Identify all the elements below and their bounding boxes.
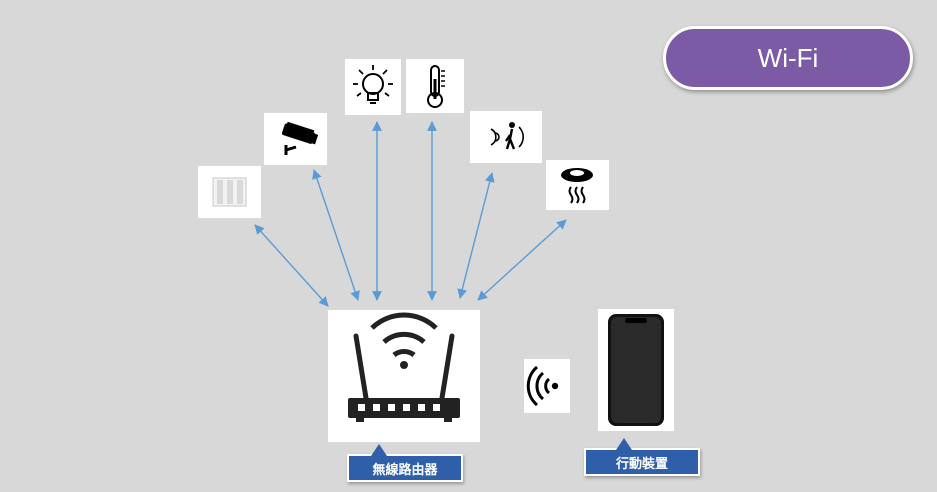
device-tile-light [345,59,401,115]
phone-label-text: 行動裝置 [615,456,668,472]
wifi-signal-icon [526,365,559,407]
device-tile-motion-sensor [470,111,542,163]
motion-sensor-icon [490,122,524,150]
curtain-icon [212,177,247,207]
arrow-smoke-detector [477,219,567,301]
arrow-curtain [254,224,329,307]
thermometer-icon [427,65,445,108]
phone-label: 行動裝置 [584,438,700,476]
phone-tile [598,309,674,431]
security-camera-icon [281,121,319,155]
arrow-camera [312,169,360,301]
device-tile-thermometer [406,59,464,113]
smoke-detector-icon [561,168,593,204]
arrow-motion-sensor [457,172,495,299]
device-tile-smoke-detector [546,160,609,210]
smartphone-icon [608,314,664,426]
router-icon [348,312,460,422]
signal-tile [524,359,570,413]
router-tile [328,310,480,442]
wifi-badge: Wi-Fi [663,26,913,90]
router-label-text: 無線路由器 [372,462,438,478]
router-label: 無線路由器 [347,444,463,482]
light-bulb-icon [353,65,393,104]
wifi-badge-label: Wi-Fi [757,42,819,73]
device-tile-curtain [198,166,261,218]
device-tile-camera [264,113,327,165]
